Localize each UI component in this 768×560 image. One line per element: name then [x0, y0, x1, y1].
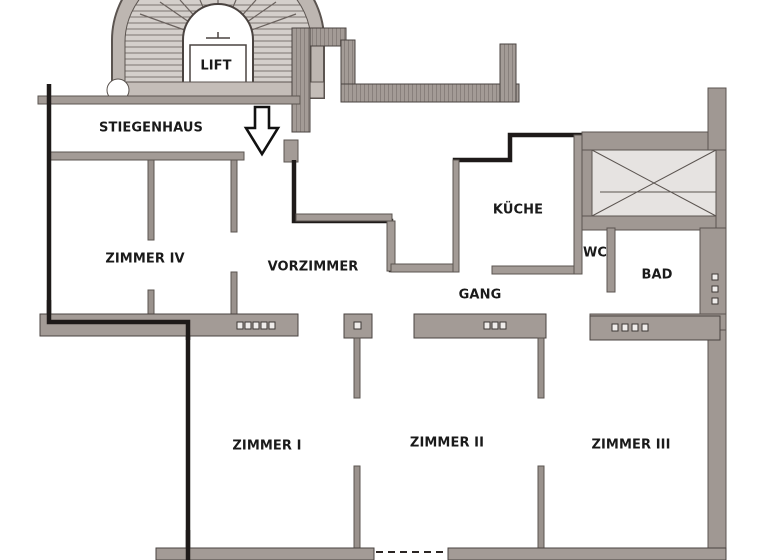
room-label-vorzimmer: VORZIMMER [267, 259, 359, 275]
arrow-down-icon [243, 105, 281, 157]
room-label-zimmer-ii: ZIMMER II [409, 435, 485, 451]
vorzimmer-walls [295, 159, 460, 273]
upper-wall-segments [291, 27, 520, 133]
room-label-zimmer-iii: ZIMMER III [591, 437, 671, 453]
staircase [106, 0, 325, 102]
bad-fixture-squares [711, 273, 719, 305]
room-label-wc: WC [582, 245, 608, 261]
bottom-exterior-wall [155, 547, 727, 560]
room-label-lift: LIFT [200, 58, 232, 74]
room-label-stiegenhaus: STIEGENHAUS [99, 120, 203, 136]
room-label-bad: BAD [641, 267, 673, 283]
boundary-overlay [46, 300, 191, 340]
zimmer-iv-partitions [147, 159, 238, 319]
light-shaft [581, 87, 727, 231]
room-label-gang: GANG [458, 287, 502, 303]
room-label-kueche: KÜCHE [492, 202, 544, 218]
chimney-flue-squares [236, 321, 649, 332]
room-label-zimmer-iv: ZIMMER IV [105, 251, 185, 267]
room-label-zimmer-i: ZIMMER I [232, 438, 302, 454]
